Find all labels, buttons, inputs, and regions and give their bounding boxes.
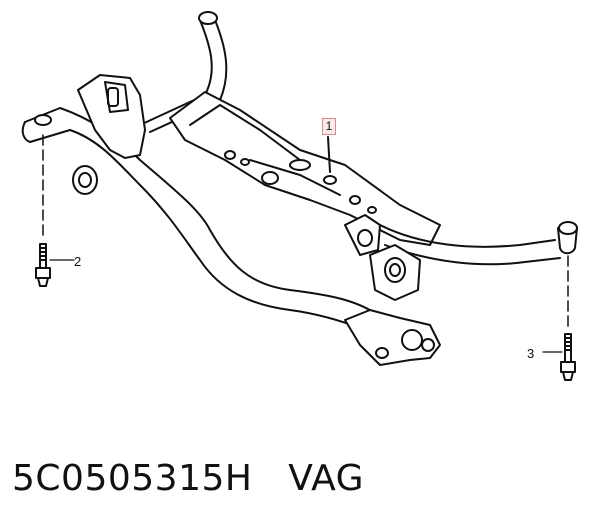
callout-label-1: 1 [322,118,336,135]
bolt-icon [35,243,75,287]
callout-label-2: 2 [74,254,82,269]
callout-label-3: 3 [527,346,535,361]
subframe-illustration [21,11,578,381]
lower-bracket [344,309,441,366]
leader-line-1 [327,136,331,173]
bolt-icon [542,333,576,381]
left-mount [72,74,146,195]
part-number-caption: 5C0505315H VAG [12,458,364,499]
right-mount [344,214,421,301]
center-spine [169,91,441,246]
